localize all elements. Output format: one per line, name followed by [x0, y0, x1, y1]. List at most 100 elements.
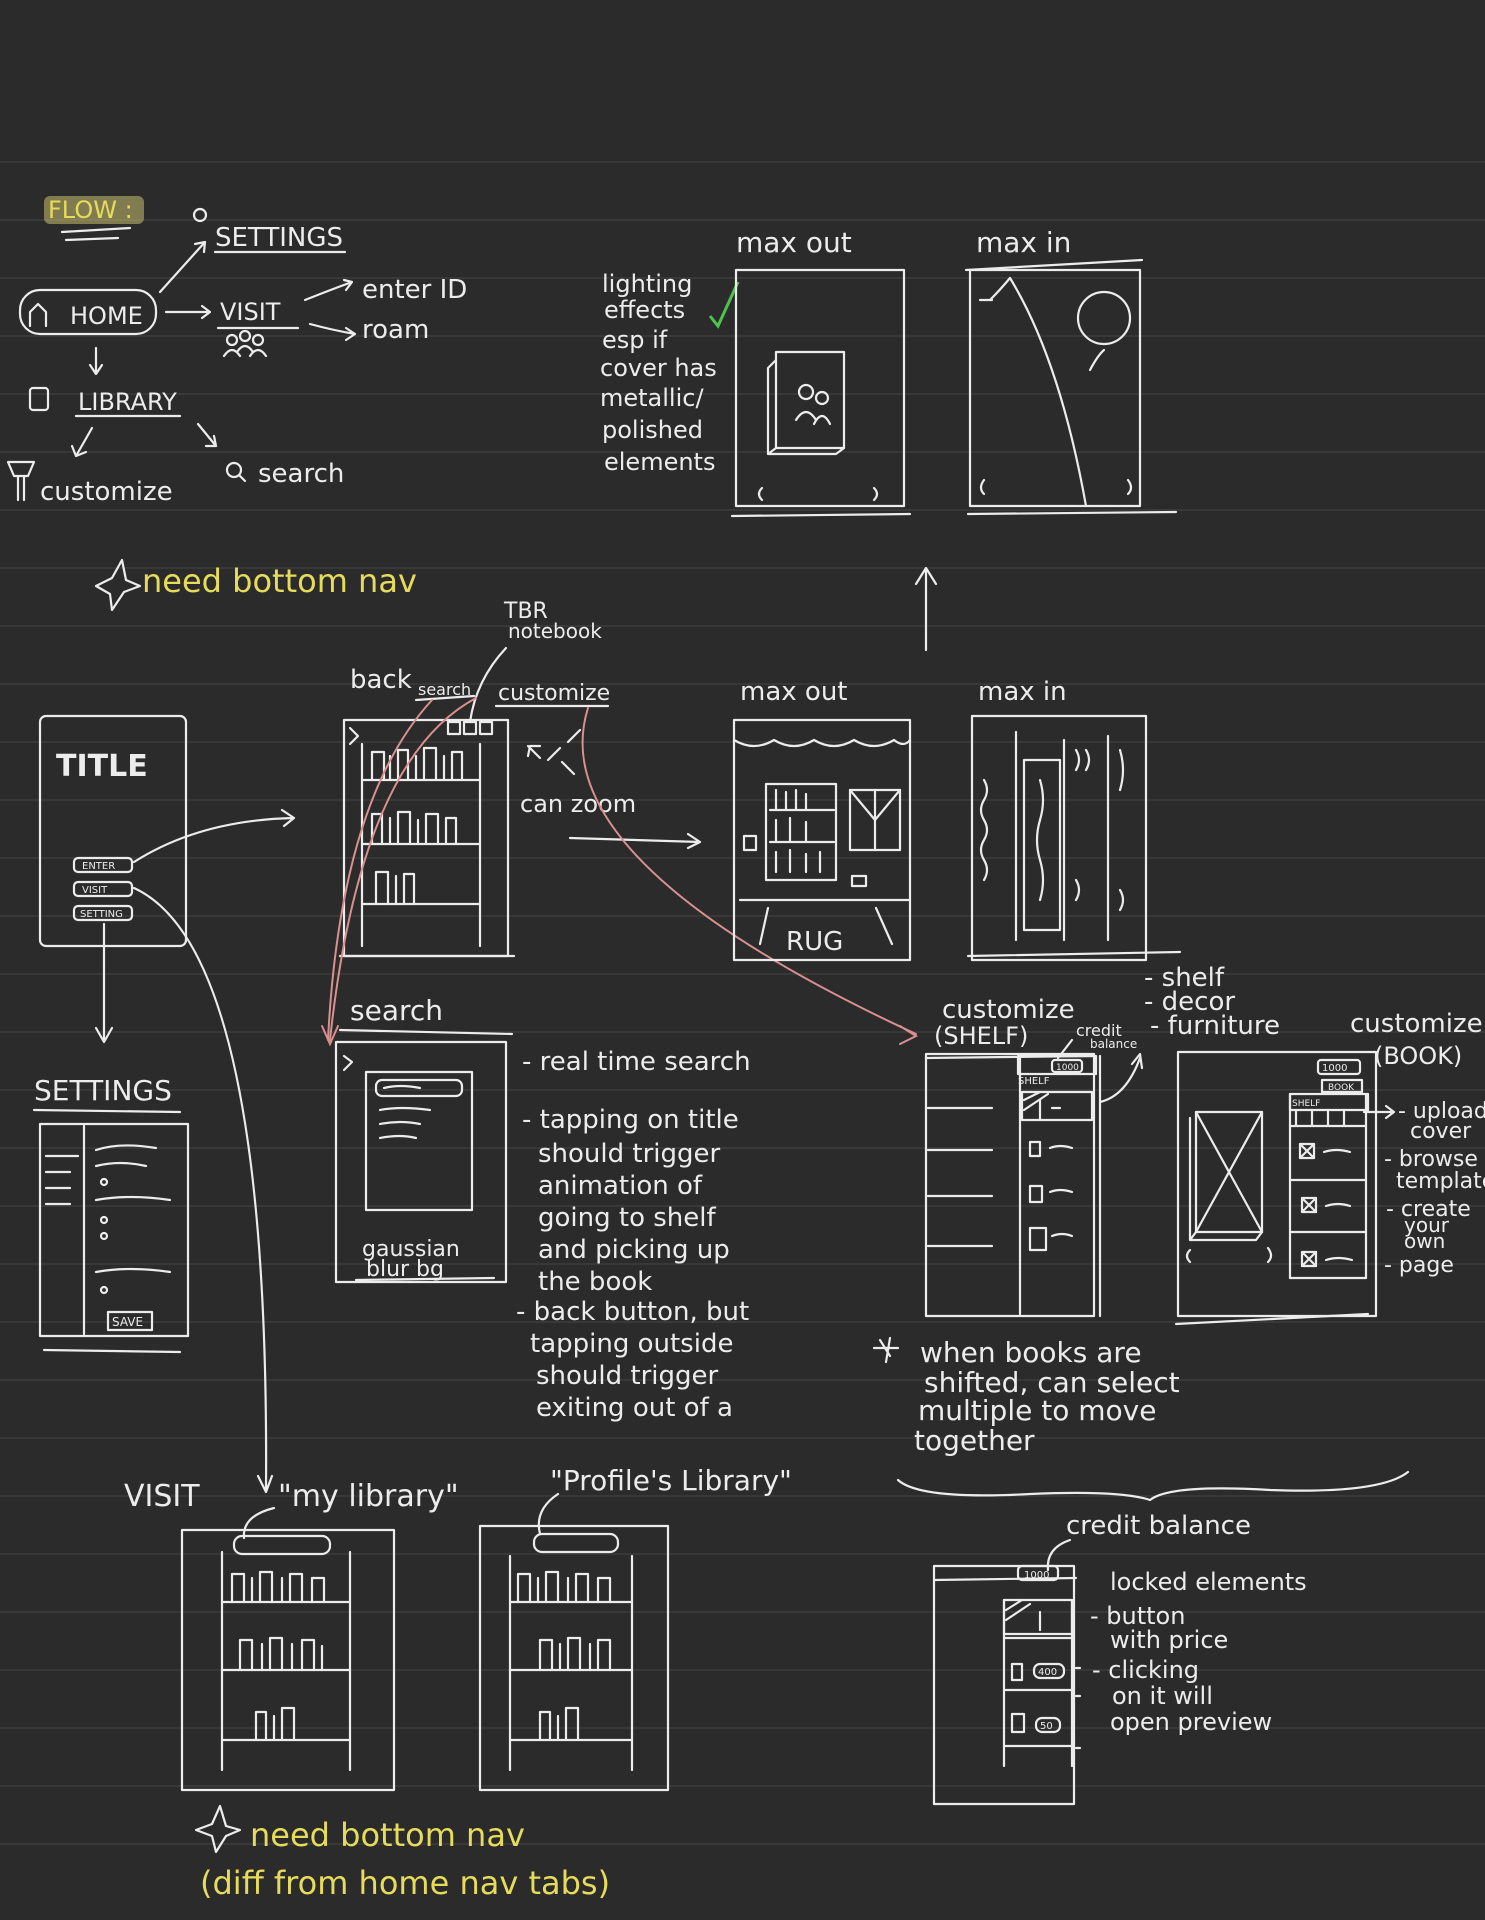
- title-visit-button: VISIT: [82, 885, 108, 896]
- book-option-5: - create: [1386, 1197, 1471, 1222]
- credit-counter: 1000: [1024, 1570, 1049, 1581]
- credit-balance-section: credit balance 1000 400 50 locked elemen…: [932, 1511, 1307, 1806]
- shift-note-1: when books are: [920, 1336, 1142, 1369]
- lighting-line-5: metallic/: [600, 384, 704, 412]
- library-icon: [28, 386, 50, 412]
- mid-max-out-label: max out: [740, 677, 848, 707]
- shelf-counter: 1000: [1056, 1063, 1079, 1073]
- credit-note-2: - button: [1090, 1602, 1185, 1630]
- flow-section: FLOW : SETTINGS HOME VISIT enter ID roam…: [6, 196, 467, 507]
- up-arrow: [914, 566, 938, 652]
- settings-gear-icon: [192, 207, 208, 223]
- title-screen-title: TITLE: [56, 749, 148, 784]
- lighting-line-1: lighting: [602, 270, 692, 298]
- shelf-tab-label: SHELF: [1018, 1076, 1050, 1087]
- pink-connectors: [321, 697, 919, 1047]
- title-setting-button: SETTING: [80, 909, 123, 920]
- search-note-5: going to shelf: [538, 1203, 716, 1233]
- credit-note-3: with price: [1110, 1626, 1228, 1654]
- ruled-lines: [0, 161, 1485, 1845]
- sparkle-icon: [94, 558, 142, 612]
- lighting-line-4: cover has: [600, 354, 717, 382]
- flow-label: FLOW :: [48, 196, 133, 224]
- book-counter: 1000: [1322, 1063, 1347, 1074]
- flow-roam: roam: [362, 315, 429, 345]
- credit-note-4: - clicking: [1092, 1656, 1199, 1684]
- top-max-out-label: max out: [736, 226, 852, 259]
- search-note-7: the book: [538, 1267, 652, 1297]
- book-cover-sketch: [774, 350, 846, 450]
- library-screen-sketch: back search TBR notebook customize can z…: [338, 599, 702, 958]
- lighting-line-6: polished: [602, 416, 703, 444]
- lib-back: back: [350, 665, 412, 695]
- brace-icon: [896, 1470, 1410, 1502]
- customize-shelf-title: customize: [942, 995, 1075, 1025]
- lighting-line-2: effects: [604, 296, 685, 324]
- settings-screen-sketch: SETTINGS SAVE: [32, 1074, 190, 1354]
- customize-shelf-sketch: customize (SHELF) credit balance - shelf…: [924, 963, 1280, 1318]
- note-bottom-nav-2: need bottom nav (diff from home nav tabs…: [194, 1804, 610, 1902]
- book-tab-shelf: SHELF: [1292, 1099, 1320, 1109]
- shelf-option-3: - furniture: [1150, 1011, 1280, 1041]
- credit-title: credit balance: [1066, 1511, 1251, 1541]
- top-max-out-frame: max out: [730, 226, 912, 518]
- search-note-4: animation of: [538, 1171, 703, 1201]
- book-option-8: - page: [1384, 1253, 1454, 1278]
- book-option-3: - browse: [1384, 1147, 1478, 1172]
- brush-icon: [6, 460, 36, 502]
- shelf-option-1: - shelf: [1144, 963, 1225, 993]
- lib-tbr: TBR: [503, 599, 548, 624]
- flow-settings: SETTINGS: [215, 223, 343, 253]
- shelf-option-2: - decor: [1144, 987, 1235, 1017]
- book-tab-book: BOOK: [1328, 1083, 1355, 1093]
- search-note-8: - back button, but: [516, 1297, 749, 1327]
- flow-home-node: [18, 288, 158, 336]
- credit-price-1: 400: [1038, 1667, 1057, 1678]
- search-icon: [225, 461, 243, 479]
- credit-note-5: on it will: [1112, 1682, 1213, 1710]
- customize-book-title: customize: [1350, 1009, 1483, 1039]
- credit-note-1: locked elements: [1110, 1568, 1307, 1596]
- mid-max-out-frame: max out RUG: [732, 677, 912, 962]
- flow-home: HOME: [70, 302, 143, 330]
- search-note-2: - tapping on title: [522, 1105, 739, 1135]
- customize-book-sketch: customize (BOOK) 1000 BOOK SHELF - uploa…: [1174, 1009, 1485, 1326]
- profiles-library-frame: [478, 1524, 670, 1792]
- search-note-1: - real time search: [522, 1047, 751, 1077]
- search-bg-note-1: gaussian: [362, 1237, 460, 1262]
- book-option-1: - upload: [1398, 1099, 1485, 1124]
- sparkle-icon-2: [194, 1804, 242, 1854]
- balance-label: balance: [1090, 1037, 1137, 1051]
- search-note-11: exiting out of a: [536, 1393, 733, 1423]
- visit-profiles-library: "Profile's Library": [550, 1464, 792, 1497]
- lighting-line-7: elements: [604, 448, 715, 476]
- search-screen-sketch: search gaussian blur bg: [334, 994, 514, 1284]
- search-note-6: and picking up: [538, 1235, 730, 1265]
- lib-can-zoom: can zoom: [520, 790, 636, 818]
- top-max-in-frame: max in: [964, 226, 1178, 516]
- credit-price-2: 50: [1040, 1721, 1053, 1732]
- settings-save-button: SAVE: [112, 1315, 143, 1329]
- search-note-9: tapping outside: [530, 1329, 733, 1359]
- settings-title: SETTINGS: [34, 1074, 172, 1107]
- lighting-note: lighting effects esp if cover has metall…: [600, 270, 740, 476]
- home-icon: [28, 302, 48, 328]
- need-bottom-nav-2-sub: (diff from home nav tabs): [200, 1864, 610, 1902]
- shift-note-4: together: [914, 1424, 1035, 1457]
- visit-title: VISIT: [124, 1479, 200, 1514]
- flow-highlight: [44, 196, 144, 224]
- people-icon: [222, 329, 268, 358]
- book-option-4: templates: [1396, 1169, 1485, 1194]
- flow-visit: VISIT: [220, 298, 281, 326]
- check-icon: [708, 281, 740, 329]
- visit-my-library: "my library": [278, 1479, 459, 1514]
- lib-search: search: [418, 680, 471, 699]
- search-title: search: [350, 994, 443, 1027]
- flow-enter-id: enter ID: [362, 275, 467, 305]
- lib-customize: customize: [498, 681, 610, 706]
- customize-shelf-subtitle: (SHELF): [934, 1022, 1028, 1050]
- title-enter-button: ENTER: [82, 861, 115, 872]
- flow-customize: customize: [40, 477, 173, 507]
